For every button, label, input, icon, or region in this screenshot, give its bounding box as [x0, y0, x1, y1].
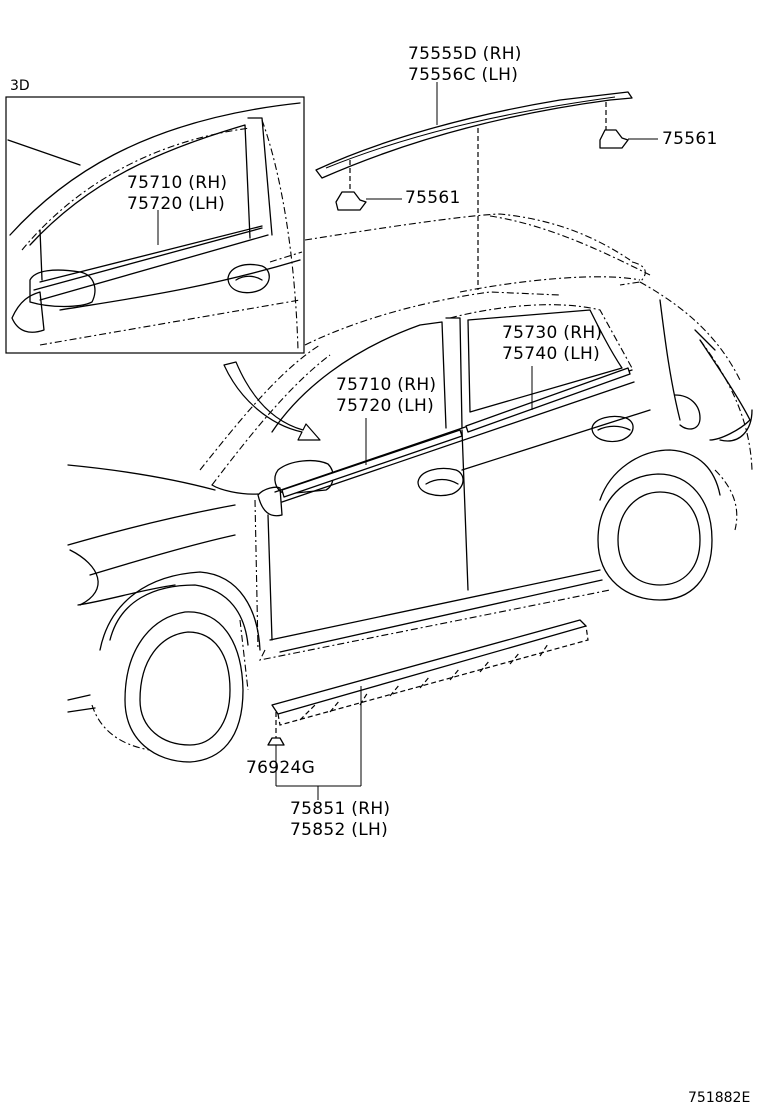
inset-arrow [223, 361, 321, 441]
front-door-rh-label: 75710 (RH) [336, 375, 436, 395]
front-door-molding-part [281, 418, 463, 498]
clip-75561-left [335, 160, 402, 211]
inset-front-door-lh-label: 75720 (LH) [127, 194, 225, 214]
rocker-clip-part [267, 712, 361, 800]
car-body-outline [67, 120, 753, 763]
inset-front-door-rh-label: 75710 (RH) [127, 173, 227, 193]
clip-75561-right [599, 102, 658, 149]
rocker-clip-label: 76924G [246, 758, 315, 778]
rear-door-lh-label: 75740 (LH) [502, 344, 600, 364]
figure-code: 751882E [688, 1090, 750, 1106]
rocker-molding-rh-label: 75851 (RH) [290, 799, 390, 819]
clip-b-label: 75561 [405, 188, 461, 208]
inset-frame [5, 96, 305, 354]
roof-molding-rh-label: 75555D (RH) [408, 44, 522, 64]
roof-molding-lh-label: 75556C (LH) [408, 65, 518, 85]
rocker-molding-part [271, 619, 589, 786]
rocker-molding-lh-label: 75852 (LH) [290, 820, 388, 840]
rear-door-rh-label: 75730 (RH) [502, 323, 602, 343]
inset-label: 3D [10, 78, 30, 94]
callout-labels: 75555D (RH) 75556C (LH) 75561 75561 7571… [246, 44, 750, 1106]
clip-a-label: 75561 [662, 129, 718, 149]
front-door-lh-label: 75720 (LH) [336, 396, 434, 416]
inset-3d: 3D 75710 (RH) 75720 (LH) [5, 78, 305, 354]
roof-molding-part [315, 82, 633, 179]
rear-door-molding-part [465, 366, 631, 433]
